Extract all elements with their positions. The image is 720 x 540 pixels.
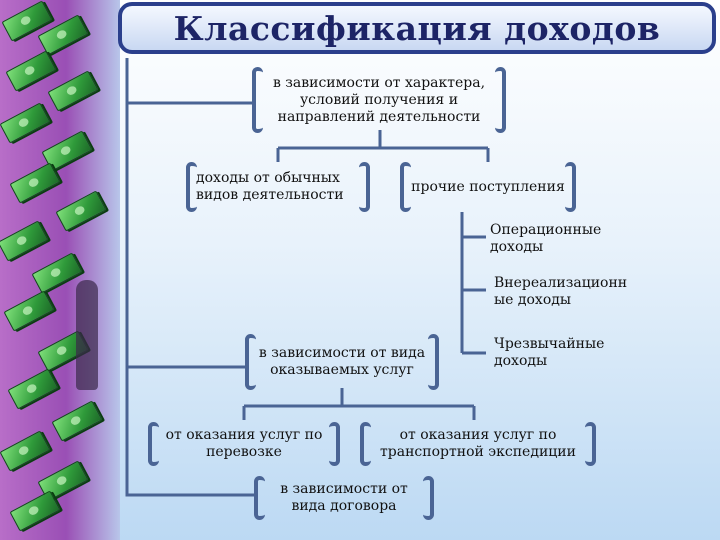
money-background bbox=[0, 0, 120, 540]
node-by-service: в зависимости от вида оказываемых услуг bbox=[245, 334, 439, 390]
node-non-operating-income: Внереализационн ые доходы bbox=[494, 275, 628, 308]
node-by-contract: в зависимости от вида договора bbox=[254, 476, 434, 520]
list-line-other bbox=[460, 212, 486, 355]
node-ordinary-income: доходы от обычных видов деятельности bbox=[186, 162, 370, 212]
node-forwarding-services: от оказания услуг по транспортной экспед… bbox=[360, 422, 596, 466]
node-transport-services: от оказания услуг по перевозке bbox=[148, 422, 340, 466]
person-silhouette bbox=[76, 280, 98, 390]
title-banner: Классификация доходов bbox=[118, 2, 716, 54]
node-operational-income: Операционные доходы bbox=[490, 222, 602, 255]
node-by-character: в зависимости от характера, условий полу… bbox=[252, 67, 506, 133]
page-title: Классификация доходов bbox=[173, 8, 661, 48]
node-extraordinary-income: Чрезвычайные доходы bbox=[494, 336, 605, 369]
main-trunk-line bbox=[125, 58, 255, 497]
node-other-receipts: прочие поступления bbox=[400, 162, 576, 212]
split-line-service bbox=[242, 388, 476, 420]
split-line-character bbox=[276, 130, 490, 162]
